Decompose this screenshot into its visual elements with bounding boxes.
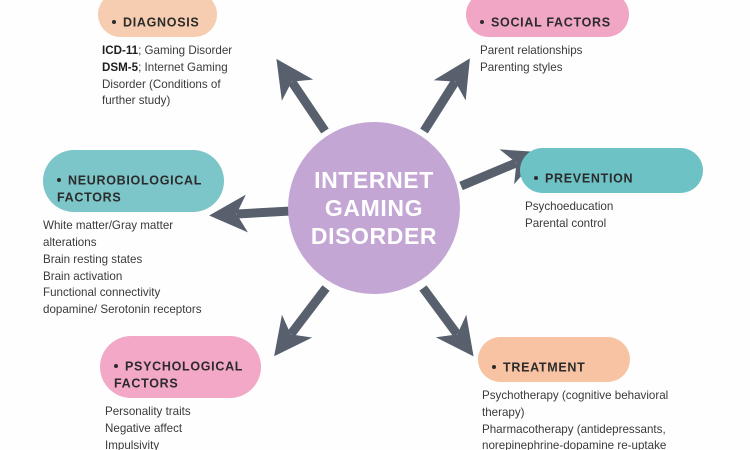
arrow-right bbox=[459, 149, 542, 191]
node-psychological-factors-body: Personality traits Negative affect Impul… bbox=[105, 405, 191, 450]
node-neurobiological-factors-heading: NEUROBIOLOGICAL FACTORS bbox=[57, 173, 203, 205]
node-social-factors-heading: SOCIAL FACTORS bbox=[491, 15, 611, 30]
node-treatment-heading: TREATMENT bbox=[503, 360, 586, 375]
node-diagnosis[interactable]: DIAGNOSIS ICD-11; Gaming Disorder DSM-5;… bbox=[98, 0, 298, 110]
node-neurobiological-factors-body: White matter/Gray matter alterations Bra… bbox=[43, 219, 202, 317]
arrow-up-right bbox=[420, 58, 470, 134]
bullet-dot-icon bbox=[480, 19, 484, 24]
bullet-dot-icon bbox=[534, 175, 538, 180]
node-prevention-pill[interactable]: PREVENTION bbox=[520, 148, 704, 194]
node-psychological-factors-pill[interactable]: PSYCHOLOGICAL FACTORS bbox=[100, 336, 262, 399]
node-treatment-body: Psychotherapy (cognitive behavioral ther… bbox=[482, 389, 669, 450]
arrow-up-left bbox=[276, 58, 329, 134]
node-prevention[interactable]: PREVENTION Psychoeducation Parental cont… bbox=[520, 148, 740, 233]
node-neurobiological-factors-pill[interactable]: NEUROBIOLOGICAL FACTORS bbox=[43, 150, 225, 213]
bullet-dot-icon bbox=[112, 19, 116, 24]
node-diagnosis-body: ICD-11; Gaming Disorder DSM-5; Internet … bbox=[98, 43, 298, 110]
node-diagnosis-line2-rest: ; Internet Gaming Disorder (Conditions o… bbox=[102, 60, 228, 108]
center-node-label: INTERNET GAMING DISORDER bbox=[310, 166, 438, 250]
term-icd-11: ICD-11 bbox=[102, 44, 139, 58]
node-prevention-heading: PREVENTION bbox=[545, 171, 634, 186]
node-treatment[interactable]: TREATMENT Psychotherapy (cognitive behav… bbox=[478, 337, 728, 450]
bullet-dot-icon bbox=[492, 364, 496, 369]
term-dsm-5: DSM-5 bbox=[102, 60, 139, 74]
node-diagnosis-heading: DIAGNOSIS bbox=[123, 15, 200, 30]
arrow-left bbox=[209, 194, 292, 233]
arrow-down-left bbox=[274, 285, 330, 357]
node-social-factors[interactable]: SOCIAL FACTORS Parent relationships Pare… bbox=[466, 0, 676, 77]
node-diagnosis-line1-rest: ; Gaming Disorder bbox=[138, 44, 233, 58]
bullet-dot-icon bbox=[57, 177, 61, 182]
node-social-factors-body: Parent relationships Parenting styles bbox=[480, 44, 583, 74]
arrow-down-right bbox=[419, 285, 474, 357]
node-social-factors-pill[interactable]: SOCIAL FACTORS bbox=[466, 0, 629, 38]
node-neurobiological-factors[interactable]: NEUROBIOLOGICAL FACTORS White matter/Gra… bbox=[43, 150, 258, 319]
bullet-dot-icon bbox=[114, 363, 118, 368]
node-prevention-body: Psychoeducation Parental control bbox=[525, 200, 614, 230]
center-node-internet-gaming-disorder[interactable]: INTERNET GAMING DISORDER bbox=[288, 122, 460, 294]
node-diagnosis-pill[interactable]: DIAGNOSIS bbox=[98, 0, 218, 38]
node-psychological-factors-heading: PSYCHOLOGICAL FACTORS bbox=[114, 359, 244, 391]
node-treatment-pill[interactable]: TREATMENT bbox=[478, 337, 631, 383]
node-psychological-factors[interactable]: PSYCHOLOGICAL FACTORS Personality traits… bbox=[100, 336, 335, 450]
